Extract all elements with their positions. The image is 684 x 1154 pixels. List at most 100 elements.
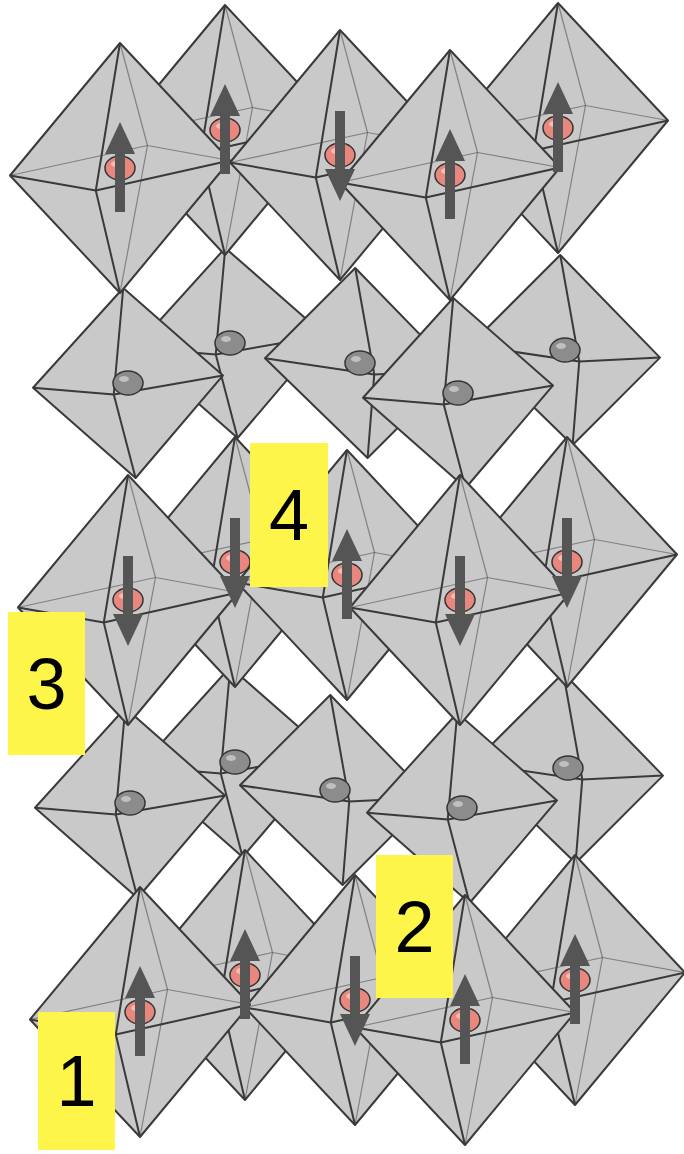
atom-highlight: [226, 755, 236, 761]
callout-number: 2: [376, 855, 453, 998]
polyhedron-edge: [586, 106, 669, 121]
atom-highlight: [119, 376, 129, 382]
polyhedron-face: [10, 43, 230, 293]
polyhedron-edge: [225, 5, 253, 108]
polyhedron-edge: [465, 895, 493, 998]
polyhedron-face: [363, 298, 553, 488]
polyhedron-edge: [168, 990, 251, 1005]
spin-arrowhead: [560, 934, 590, 966]
atom: [220, 750, 250, 774]
polyhedron-edge: [575, 855, 603, 958]
atom: [447, 796, 477, 820]
octahedron: [350, 475, 570, 725]
polyhedron-edge: [116, 814, 138, 898]
spin-arrow: [115, 154, 125, 212]
polyhedron-face: [350, 475, 570, 725]
spin-arrowhead: [105, 122, 135, 154]
atom-highlight: [221, 336, 231, 342]
atom: [345, 351, 375, 375]
spin-arrow: [570, 966, 580, 1024]
polyhedron-edge: [245, 850, 273, 953]
atom-highlight: [121, 796, 131, 802]
polyhedron-edge: [558, 3, 586, 106]
atom: [553, 756, 583, 780]
polyhedron-edge: [576, 779, 583, 863]
polyhedron-edge: [493, 998, 576, 1013]
tetrahedron: [33, 288, 223, 478]
spin-arrowhead: [230, 929, 260, 961]
spin-arrow: [240, 961, 250, 1019]
spin-arrow: [123, 556, 133, 614]
polyhedron-edge: [350, 608, 436, 623]
polyhedron-edge: [478, 153, 561, 168]
spin-arrowhead: [543, 82, 573, 114]
atom-highlight: [326, 783, 336, 789]
spin-arrowhead: [113, 614, 143, 646]
polyhedron-edge: [573, 361, 580, 445]
atom: [113, 371, 143, 395]
polyhedron-edge: [120, 43, 148, 146]
spin-arrow: [230, 518, 240, 576]
polyhedron-edge: [582, 776, 663, 780]
polyhedron-edge: [340, 183, 426, 198]
atom-highlight: [559, 761, 569, 767]
polyhedron-edge: [444, 404, 466, 488]
polyhedron-edge: [245, 1008, 331, 1023]
atom: [320, 778, 350, 802]
spin-arrow: [460, 1006, 470, 1064]
spin-arrow: [455, 556, 465, 614]
atom: [550, 338, 580, 362]
spin-arrow: [562, 518, 572, 576]
spin-arrow: [350, 956, 360, 1014]
spin-arrow: [342, 561, 352, 619]
spin-arrow: [445, 161, 455, 219]
spin-arrowhead: [445, 614, 475, 646]
octahedron: [10, 43, 230, 293]
spin-arrowhead: [552, 576, 582, 608]
atom-highlight: [351, 356, 361, 362]
polyhedron-edge: [603, 958, 684, 973]
polyhedron-edge: [355, 1028, 441, 1043]
polyhedron-edge: [363, 398, 444, 405]
atom-highlight: [556, 343, 566, 349]
spin-arrowhead: [340, 1014, 370, 1046]
spin-arrowhead: [210, 84, 240, 116]
atom: [215, 331, 245, 355]
spin-arrowhead: [125, 966, 155, 998]
polyhedron-face: [340, 50, 560, 300]
spin-arrow: [553, 114, 563, 172]
polyhedron-edge: [230, 163, 316, 178]
polyhedron-edge: [343, 801, 350, 885]
polyhedron-edge: [367, 813, 448, 820]
polyhedron-edge: [579, 358, 660, 362]
polyhedron-face: [33, 288, 223, 478]
polyhedron-edge: [114, 394, 136, 478]
atom: [115, 791, 145, 815]
atom-highlight: [453, 801, 463, 807]
spin-arrow: [135, 998, 145, 1056]
polyhedron-edge: [10, 176, 96, 191]
polyhedron-edge: [216, 354, 238, 438]
polyhedron-edge: [148, 146, 231, 161]
atom: [443, 381, 473, 405]
spin-arrow: [220, 116, 230, 174]
callout-number: 4: [250, 443, 328, 587]
spin-arrowhead: [220, 576, 250, 608]
spin-arrow: [335, 111, 345, 169]
tetrahedron: [363, 298, 553, 488]
polyhedron-edge: [33, 388, 114, 395]
spin-arrowhead: [450, 974, 480, 1006]
spin-arrowhead: [435, 129, 465, 161]
octahedron: [340, 50, 560, 300]
polyhedron-edge: [35, 808, 116, 815]
polyhedron-edge: [140, 887, 168, 990]
callout-number: 1: [38, 1012, 115, 1150]
polyhedron-edge: [450, 50, 478, 153]
spin-arrowhead: [332, 529, 362, 561]
atom-highlight: [449, 386, 459, 392]
spin-arrowhead: [325, 169, 355, 201]
callout-number: 3: [8, 612, 85, 755]
polyhedron-edge: [595, 540, 678, 555]
